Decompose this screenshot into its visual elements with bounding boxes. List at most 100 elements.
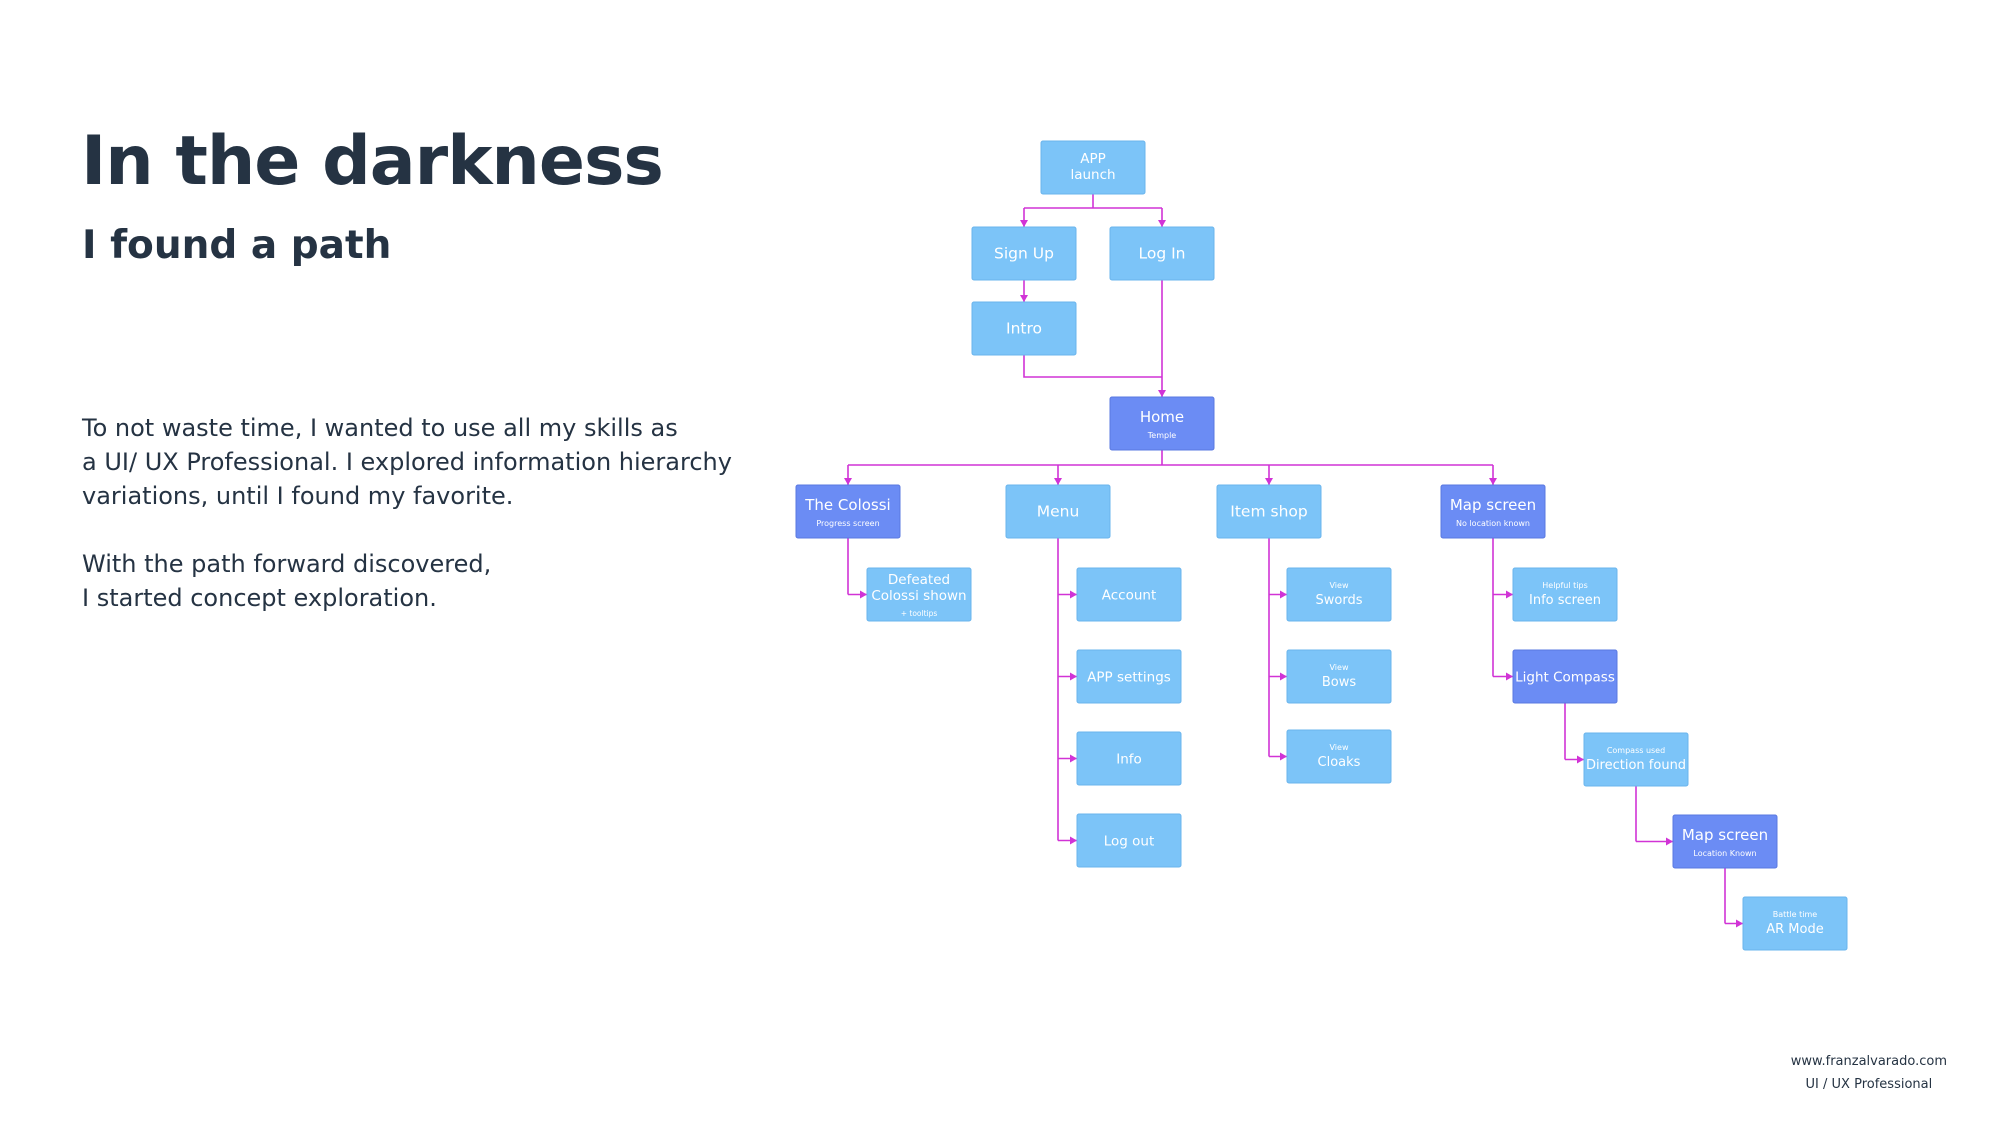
node-label: Direction found: [1586, 758, 1686, 773]
arrowhead: [844, 478, 852, 485]
node-settings: APP settings: [1076, 649, 1182, 704]
page-title: In the darkness: [81, 122, 664, 201]
arrowhead: [1054, 478, 1062, 485]
node-box: [1076, 649, 1182, 704]
node-label: Map screen: [1682, 826, 1768, 844]
node-menu: Menu: [1005, 484, 1111, 539]
node-login: Log In: [1109, 226, 1215, 281]
node-sublabel: + tooltips: [901, 609, 938, 618]
node-box: [1109, 226, 1215, 281]
arrowhead: [1280, 752, 1287, 761]
node-box: [795, 484, 901, 539]
arrowhead: [1489, 478, 1497, 485]
node-label: APP: [1080, 151, 1106, 167]
node-label: Cloaks: [1318, 755, 1361, 770]
arrowhead: [1020, 295, 1028, 302]
intro-line: a UI/ UX Professional. I explored inform…: [82, 448, 732, 476]
node-box: [1286, 649, 1392, 704]
node-box: [1512, 649, 1618, 704]
node-signup: Sign Up: [971, 226, 1077, 281]
node-label: Bows: [1322, 675, 1357, 690]
connector-line: [1023, 355, 1162, 378]
node-box: [1742, 896, 1848, 951]
arrowhead: [1020, 220, 1028, 227]
intro-line: variations, until I found my favorite.: [82, 482, 514, 510]
page-subtitle: I found a path: [82, 223, 392, 268]
node-prelabel: Compass used: [1607, 746, 1665, 755]
node-label: Defeated: [888, 572, 950, 588]
outro-line: I started concept exploration.: [82, 584, 437, 612]
node-label: Colossi shown: [871, 588, 966, 604]
node-label: Account: [1102, 588, 1157, 604]
node-label: Sign Up: [994, 245, 1054, 263]
node-label: Info screen: [1529, 593, 1601, 608]
intro-line: To not waste time, I wanted to use all m…: [82, 414, 678, 442]
node-prelabel: Helpful tips: [1542, 581, 1588, 590]
node-prelabel: View: [1330, 581, 1349, 590]
node-logout: Log out: [1076, 813, 1182, 868]
arrowhead: [1070, 672, 1077, 681]
node-label: AR Mode: [1766, 922, 1823, 937]
node-box: [1512, 567, 1618, 622]
node-label: launch: [1070, 167, 1115, 183]
node-account: Account: [1076, 567, 1182, 622]
footer: www.franzalvarado.com UI / UX Profession…: [1791, 1050, 1947, 1096]
node-box: [1286, 567, 1392, 622]
node-label: Log out: [1104, 834, 1155, 850]
footer-website: www.franzalvarado.com: [1790, 1054, 1947, 1069]
arrowhead: [1265, 478, 1273, 485]
node-box: [971, 226, 1077, 281]
arrowhead: [860, 590, 867, 599]
arrowhead: [1070, 590, 1077, 599]
node-box: [1076, 567, 1182, 622]
node-box: [1076, 813, 1182, 868]
node-label: Menu: [1037, 503, 1080, 521]
node-label: Light Compass: [1515, 670, 1615, 686]
intro-paragraph: To not waste time, I wanted to use all m…: [82, 411, 732, 513]
node-box: [1040, 140, 1146, 195]
node-sublabel: Progress screen: [816, 519, 879, 528]
arrowhead: [1158, 390, 1166, 397]
arrowhead: [1158, 220, 1166, 227]
footer-role: UI / UX Professional: [1805, 1077, 1933, 1092]
arrowhead: [1736, 919, 1743, 928]
node-sublabel: Location Known: [1693, 849, 1756, 858]
outro-line: With the path forward discovered,: [82, 550, 492, 578]
node-compass: Light Compass: [1512, 649, 1618, 704]
arrowhead: [1070, 836, 1077, 845]
node-intro: Intro: [971, 301, 1077, 356]
arrowhead: [1506, 590, 1513, 599]
arrowhead: [1666, 837, 1673, 846]
node-prelabel: Battle time: [1773, 910, 1818, 919]
node-label: Home: [1140, 408, 1184, 426]
node-label: Swords: [1316, 593, 1363, 608]
arrowhead: [1280, 672, 1287, 681]
node-box: [1672, 814, 1778, 869]
arrowhead: [1070, 754, 1077, 763]
node-box: [1286, 729, 1392, 784]
arrowhead: [1577, 755, 1584, 764]
node-label: Item shop: [1230, 503, 1307, 521]
node-box: [1216, 484, 1322, 539]
node-sublabel: Temple: [1147, 431, 1177, 440]
node-ar: Battle time AR Mode: [1742, 896, 1848, 951]
node-box: [866, 567, 972, 622]
node-box: [1076, 731, 1182, 786]
node-label: Intro: [1006, 320, 1042, 338]
node-box: [1583, 732, 1689, 787]
outro-paragraph: With the path forward discovered, I star…: [82, 547, 491, 615]
node-box: [971, 301, 1077, 356]
arrowhead: [1280, 590, 1287, 599]
